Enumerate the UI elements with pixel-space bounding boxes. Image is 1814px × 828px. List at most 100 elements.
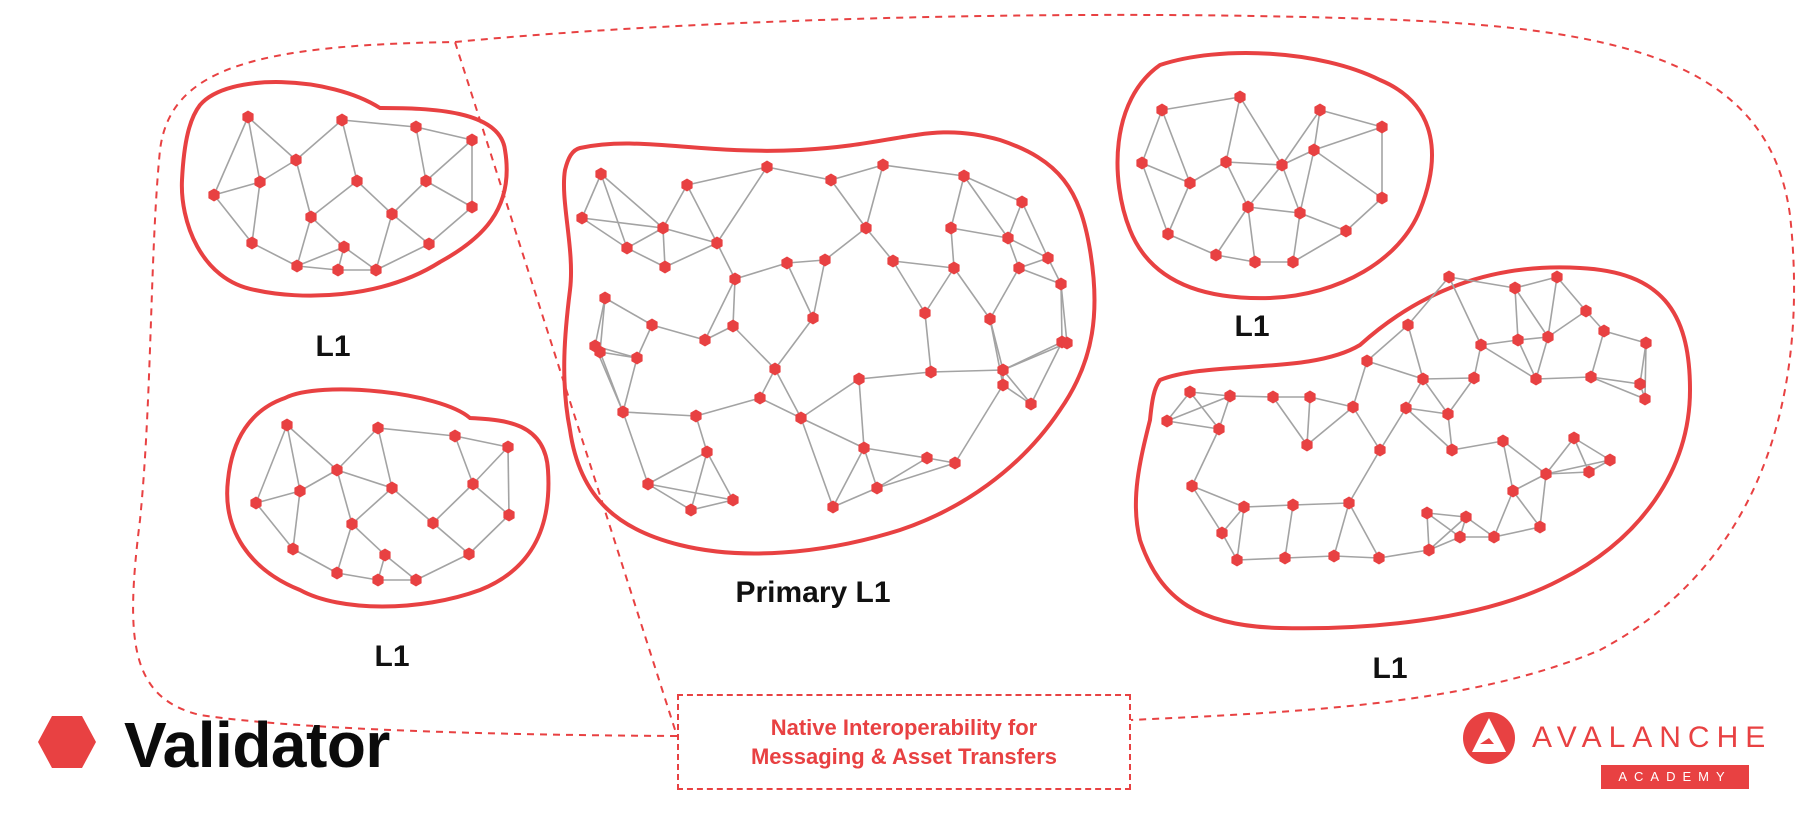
validator-node [1340,224,1352,238]
validator-node [595,167,607,181]
network-edge [786,262,814,319]
validator-node [727,493,739,507]
network-edge [251,181,261,244]
validator-node [659,260,671,274]
network-edge [1229,395,1274,398]
nodes-layer [208,90,1652,587]
network-edge [1547,310,1587,338]
network-edge [341,119,358,182]
network-edge [664,242,718,268]
validator-node [1423,543,1435,557]
validator-node [781,256,793,270]
validator-node [372,573,384,587]
network-edge [954,384,1004,464]
network-edge [686,184,718,244]
validator-node [1542,330,1554,344]
network-edge [824,227,867,261]
network-edge [1166,420,1220,430]
validator-node [410,573,422,587]
validator-node [617,405,629,419]
network-edge [255,424,288,504]
network-edge [581,217,664,229]
validator-node [290,153,302,167]
network-edge [1292,502,1350,506]
network-edge [1545,459,1611,475]
network-edge [391,213,430,245]
network-edge [1247,206,1256,263]
network-edge [1247,164,1283,208]
validator-node [858,441,870,455]
validator-node [589,339,601,353]
network-edge [1007,237,1049,259]
validator-node [631,351,643,365]
network-edge [1547,276,1558,338]
validator-node [1156,103,1168,117]
network-edge [786,259,826,264]
network-edge [800,417,834,508]
network-edge [472,446,509,485]
network-edge [391,180,427,215]
network-edge [892,260,955,269]
network-edge [800,417,865,449]
network-edge [341,119,417,128]
network-edge [1030,341,1063,405]
network-edge [1191,428,1220,487]
network-edge [1189,391,1231,397]
network-edge [375,213,393,271]
network-edge [1313,109,1321,151]
validator-node [1213,422,1225,436]
network-edge [1422,378,1449,415]
network-edge [1299,149,1315,214]
network-edge [1141,162,1169,235]
network-edge [832,487,878,508]
validator-node [1287,498,1299,512]
validator-node [1314,103,1326,117]
network-edge [830,164,884,181]
validator-node [646,318,658,332]
validator-node [1417,372,1429,386]
network-edge [1379,407,1407,451]
validator-node [287,542,299,556]
validator-node [819,253,831,267]
network-edge [1493,490,1514,538]
network-edge [604,297,653,326]
network-edge [706,451,734,501]
logo-subtitle: ACADEMY [1601,765,1749,789]
validator-node [1454,530,1466,544]
logo-wordmark: AVALANCHE [1532,721,1773,754]
network-edge [1426,512,1461,538]
validator-node [984,312,996,326]
network-edge [292,548,338,574]
validator-node [1512,333,1524,347]
validator-node [711,236,723,250]
network-edge [1405,407,1453,451]
network-edge [924,267,955,314]
validator-node [860,221,872,235]
network-edge [454,435,474,485]
network-edge [892,260,926,314]
validator-node [1276,158,1288,172]
validator-node [1161,414,1173,428]
validator-node [997,363,1009,377]
validator-node [1585,370,1597,384]
network-edge [963,175,1009,239]
network-edge [296,265,339,271]
network-edge [832,447,865,508]
network-edge [963,175,1023,203]
validator-node [925,365,937,379]
network-edge [863,447,928,459]
validator-node [305,210,317,224]
validator-node [827,500,839,514]
validator-node [1328,549,1340,563]
network-edge [259,159,297,183]
validator-node [754,391,766,405]
network-edge [295,119,343,161]
validator-node [1509,281,1521,295]
network-edge [415,553,470,581]
network-edge [830,179,867,229]
network-edge [1060,283,1063,343]
validator-node [1421,506,1433,520]
network-edge [468,514,510,555]
validator-node [1055,277,1067,291]
network-edge [1573,437,1590,473]
